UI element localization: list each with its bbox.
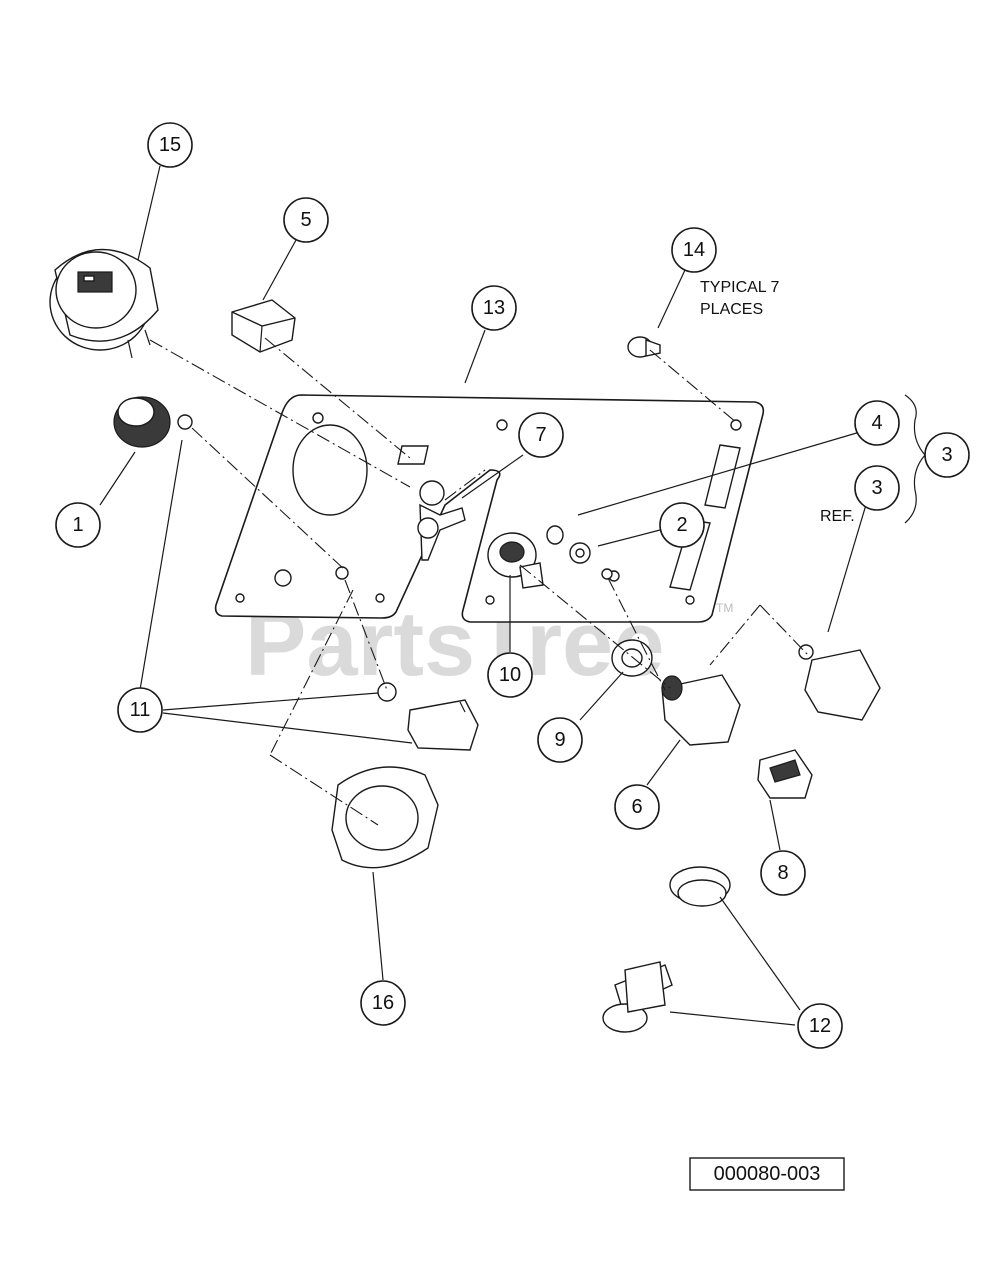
callout-13[interactable]: 13 bbox=[471, 285, 517, 331]
nut-washer-part bbox=[546, 525, 613, 580]
svg-text:6: 6 bbox=[631, 796, 642, 818]
svg-text:14: 14 bbox=[683, 239, 705, 261]
callout-3-ref[interactable]: 3 bbox=[854, 465, 900, 511]
callout-8[interactable]: 8 bbox=[760, 850, 806, 896]
svg-text:3: 3 bbox=[941, 444, 952, 466]
interlock-switch-part bbox=[377, 682, 479, 751]
ignition-switch-part bbox=[661, 674, 741, 746]
svg-text:15: 15 bbox=[159, 134, 181, 156]
relay-part bbox=[231, 299, 296, 353]
svg-text:13: 13 bbox=[483, 297, 505, 319]
svg-text:3: 3 bbox=[871, 477, 882, 499]
svg-text:7: 7 bbox=[535, 424, 546, 446]
note-typical-line1: TYPICAL 7 bbox=[700, 279, 780, 296]
callout-10[interactable]: 10 bbox=[487, 652, 533, 698]
rivet-part bbox=[627, 336, 661, 358]
svg-text:2: 2 bbox=[676, 514, 687, 536]
svg-text:1: 1 bbox=[72, 514, 83, 536]
mounting-plate bbox=[214, 394, 765, 623]
callout-14[interactable]: 14 bbox=[671, 227, 717, 273]
callout-3-group[interactable]: 3 bbox=[924, 432, 970, 478]
watermark-trademark: TM bbox=[716, 601, 733, 615]
svg-text:5: 5 bbox=[300, 209, 311, 231]
svg-text:4: 4 bbox=[871, 412, 882, 434]
svg-text:8: 8 bbox=[777, 862, 788, 884]
callout-6[interactable]: 6 bbox=[614, 784, 660, 830]
hour-meter-part bbox=[49, 248, 159, 359]
callout-2[interactable]: 2 bbox=[659, 502, 705, 548]
callout-15[interactable]: 15 bbox=[147, 122, 193, 168]
svg-text:16: 16 bbox=[372, 992, 394, 1014]
knob-part bbox=[113, 396, 193, 448]
callout-5[interactable]: 5 bbox=[283, 197, 329, 243]
switch-nut-part bbox=[487, 532, 544, 589]
leader-lines bbox=[99, 165, 926, 1026]
diagram-id: 000080-003 bbox=[689, 1157, 845, 1191]
callout-4[interactable]: 4 bbox=[854, 400, 900, 446]
pto-switch-part bbox=[798, 644, 881, 721]
holder-part bbox=[331, 766, 439, 869]
key-part bbox=[417, 480, 466, 561]
lamp-socket-part bbox=[602, 866, 731, 1033]
callouts: 15 5 13 14 4 3 3 7 bbox=[55, 122, 970, 1049]
callout-11[interactable]: 11 bbox=[117, 687, 163, 733]
callout-12[interactable]: 12 bbox=[797, 1003, 843, 1049]
note-typical-line2: PLACES bbox=[700, 301, 763, 318]
svg-text:11: 11 bbox=[130, 699, 151, 721]
callout-1[interactable]: 1 bbox=[55, 502, 101, 548]
svg-text:000080-003: 000080-003 bbox=[714, 1163, 821, 1185]
note-ref: REF. bbox=[820, 508, 855, 525]
callout-7[interactable]: 7 bbox=[518, 412, 564, 458]
svg-text:10: 10 bbox=[499, 664, 521, 686]
svg-text:9: 9 bbox=[554, 729, 565, 751]
svg-text:12: 12 bbox=[809, 1015, 831, 1037]
connector-part bbox=[757, 749, 813, 799]
callout-16[interactable]: 16 bbox=[360, 980, 406, 1026]
callout-9[interactable]: 9 bbox=[537, 717, 583, 763]
